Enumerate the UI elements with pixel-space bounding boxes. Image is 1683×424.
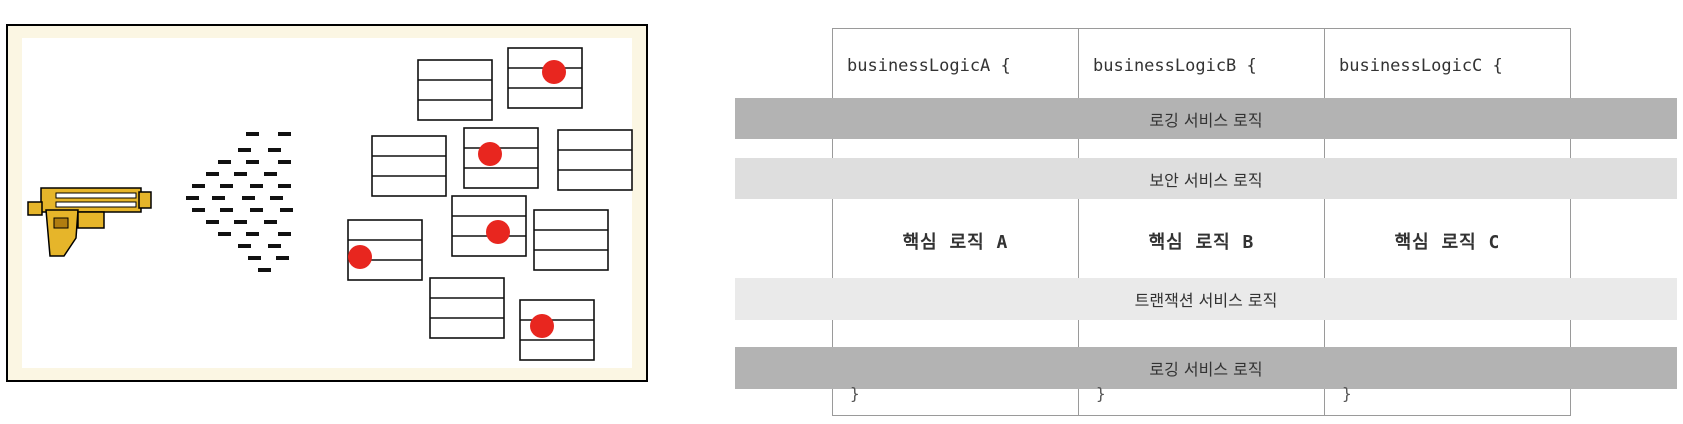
pellet [270, 196, 283, 200]
target [557, 129, 633, 191]
target-box [557, 129, 633, 191]
pellet [278, 160, 291, 164]
target [417, 59, 493, 121]
pellet [268, 244, 281, 248]
pellet [248, 256, 261, 260]
target [533, 209, 609, 271]
core-logic-c: 핵심 로직 C [1394, 232, 1501, 253]
pellet [192, 208, 205, 212]
pellet [212, 196, 225, 200]
gun-icon [27, 187, 152, 257]
shotgun-illustration [6, 24, 648, 382]
target [347, 219, 423, 281]
pellet [264, 172, 277, 176]
hit-dot [486, 220, 510, 244]
shotgun-pellets [186, 132, 293, 272]
pellet [246, 132, 259, 136]
pellet [280, 208, 293, 212]
column-c-box [1324, 28, 1571, 416]
target [519, 299, 595, 361]
target [463, 127, 539, 189]
hit-dot [530, 314, 554, 338]
pellet [242, 196, 255, 200]
pellet [220, 184, 233, 188]
target-box [429, 277, 505, 339]
column-a-header: businessLogicA { [847, 56, 1011, 76]
logging-band-bottom: 로깅 서비스 로직 [735, 347, 1677, 389]
pellet [218, 232, 231, 236]
core-logic-b: 핵심 로직 B [1148, 232, 1255, 253]
pellet [206, 220, 219, 224]
pellet [258, 268, 271, 272]
logging-band-top: 로깅 서비스 로직 [735, 98, 1677, 139]
pellet [238, 148, 251, 152]
target [507, 47, 583, 109]
pellet [278, 232, 291, 236]
target [451, 195, 527, 257]
pellet [238, 244, 251, 248]
pellet [246, 232, 259, 236]
core-logic-a: 핵심 로직 A [902, 232, 1009, 253]
target [429, 277, 505, 339]
pellet [278, 132, 291, 136]
target [371, 135, 447, 197]
hit-dot [542, 60, 566, 84]
pellet [268, 148, 281, 152]
pellet [264, 220, 277, 224]
target-box [371, 135, 447, 197]
column-b-footer: } [1096, 384, 1106, 403]
pellet [278, 184, 291, 188]
pellet [234, 220, 247, 224]
target-box [533, 209, 609, 271]
targets [347, 47, 633, 361]
pellet [220, 208, 233, 212]
column-a-footer: } [850, 384, 860, 403]
column-c-footer: } [1342, 384, 1352, 403]
pellet [250, 184, 263, 188]
security-band: 보안 서비스 로직 [735, 158, 1677, 199]
hit-dot [478, 142, 502, 166]
target-box [417, 59, 493, 121]
column-b-header: businessLogicB { [1093, 56, 1257, 76]
pellet [234, 172, 247, 176]
pellet [276, 256, 289, 260]
hit-dot [348, 245, 372, 269]
pellet [250, 208, 263, 212]
pellet [192, 184, 205, 188]
pellet [246, 160, 259, 164]
pellet [186, 196, 199, 200]
pellet [218, 160, 231, 164]
column-c-header: businessLogicC { [1339, 56, 1503, 76]
transaction-band: 트랜잭션 서비스 로직 [735, 278, 1677, 320]
pellet [206, 172, 219, 176]
